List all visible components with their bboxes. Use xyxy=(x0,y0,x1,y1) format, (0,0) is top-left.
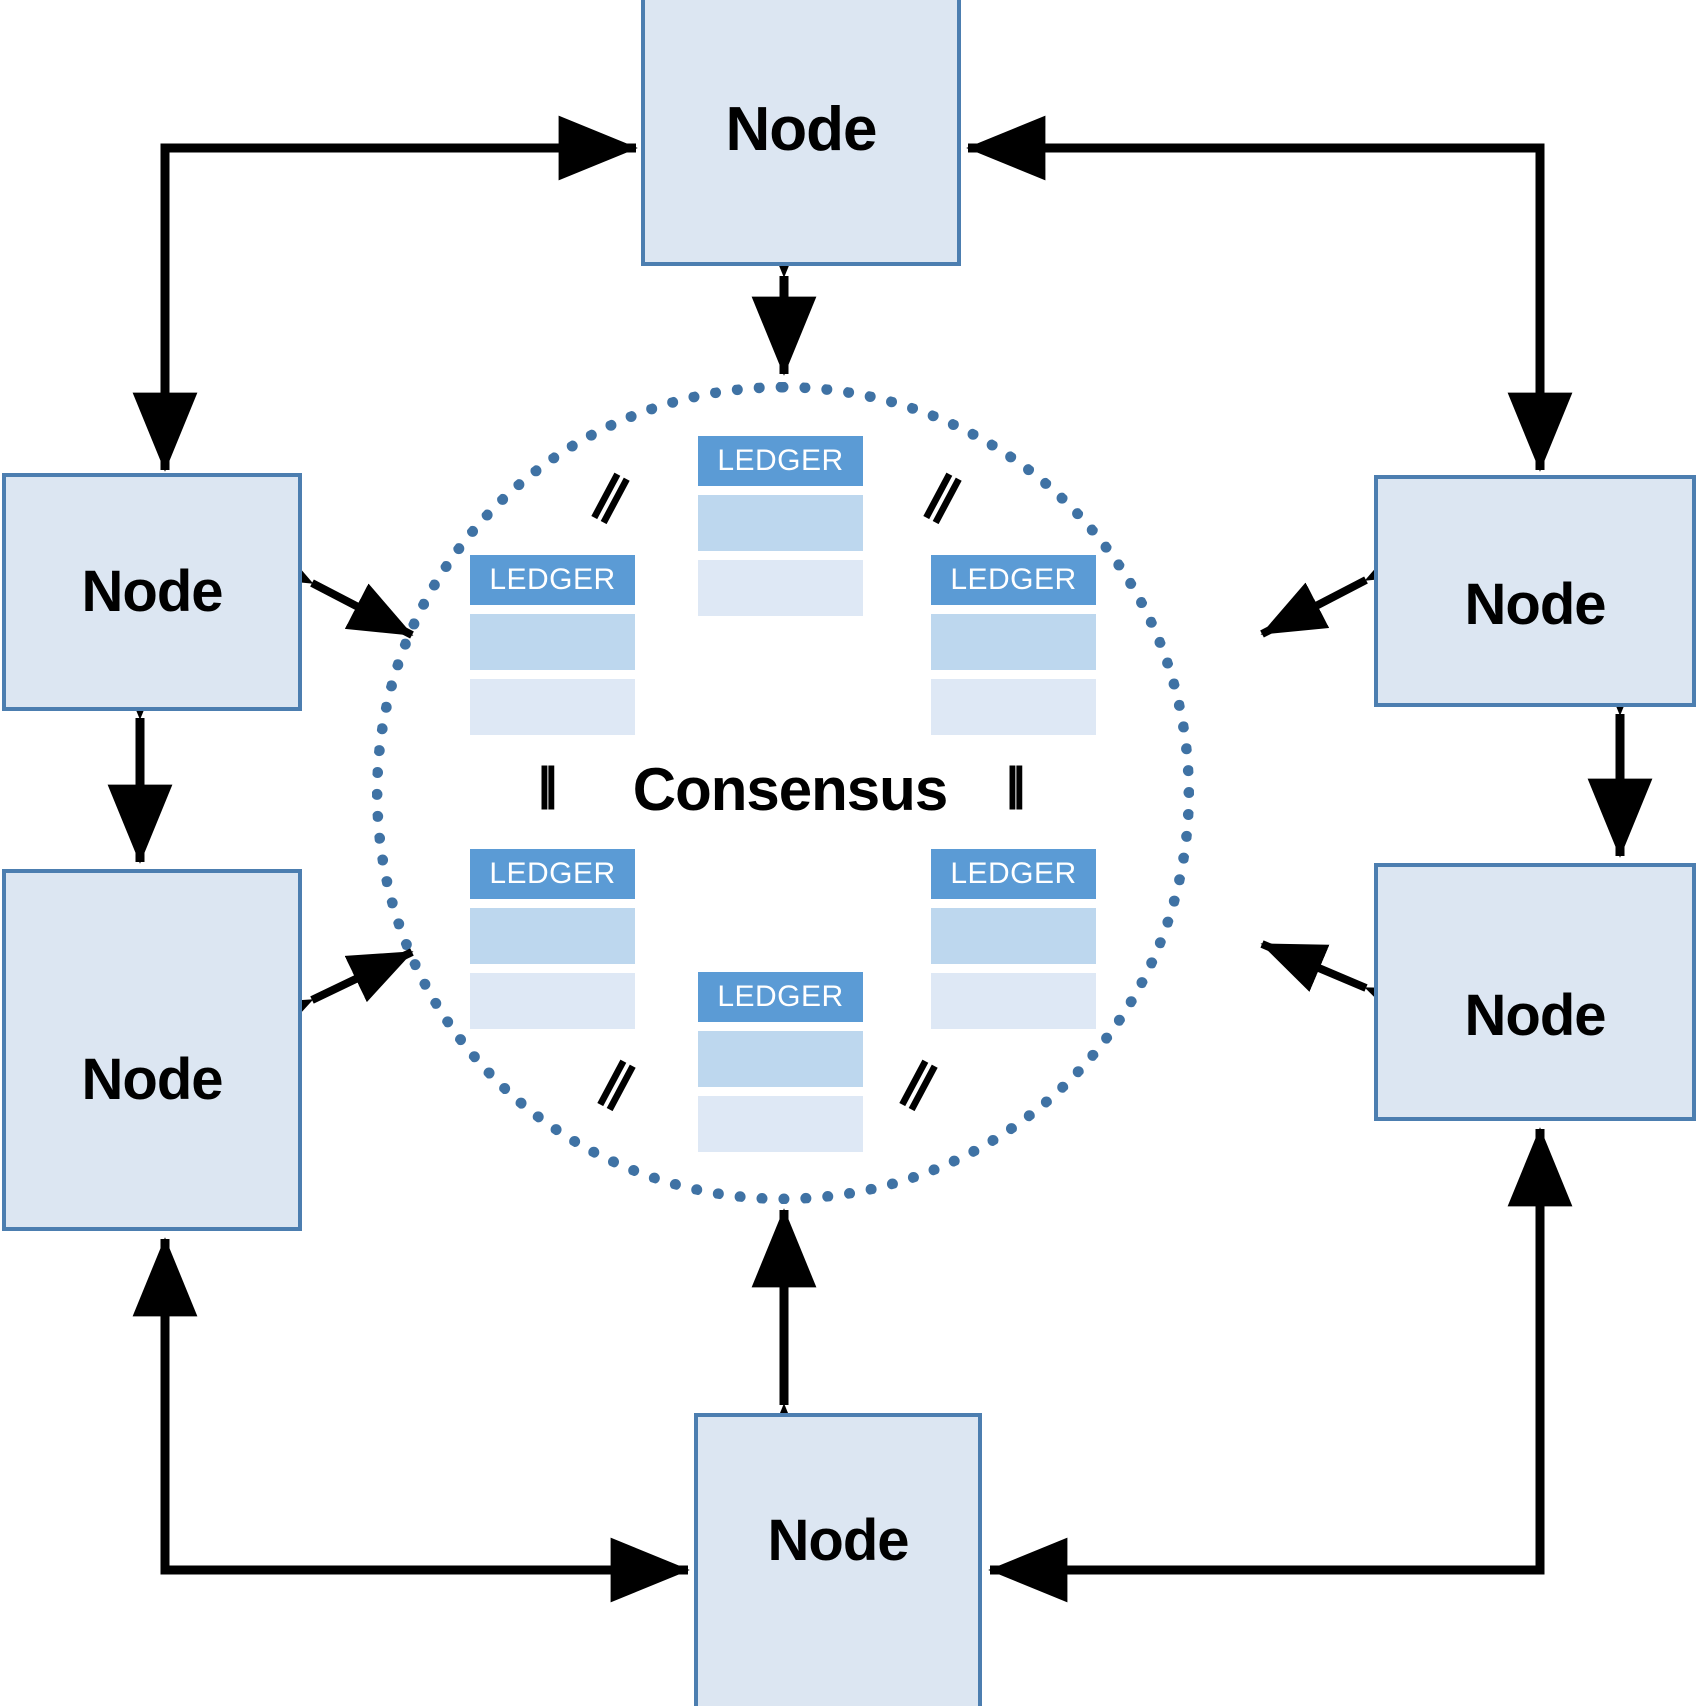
ledger-header: LEDGER xyxy=(698,436,863,486)
ledger-row xyxy=(698,1096,863,1152)
node-box-right-lower[interactable]: Node xyxy=(1374,863,1696,1121)
ledger-row xyxy=(931,908,1096,964)
ledger-header: LEDGER xyxy=(931,849,1096,899)
ledger-row xyxy=(698,495,863,551)
ledger-stack-upper-right[interactable]: LEDGER xyxy=(931,555,1096,735)
ledger-stack-top[interactable]: LEDGER xyxy=(698,436,863,616)
ledger-row xyxy=(931,614,1096,670)
ledger-stack-bottom[interactable]: LEDGER xyxy=(698,972,863,1152)
node-box-right-upper[interactable]: Node xyxy=(1374,475,1696,707)
arrow-left-upper-to-consensus xyxy=(244,531,414,639)
ledger-stack-lower-left[interactable]: LEDGER xyxy=(470,849,635,1029)
arrow-right-lower-to-consensus xyxy=(1260,940,1434,1036)
ledger-row xyxy=(470,679,635,735)
ledger-header: LEDGER xyxy=(470,849,635,899)
ledger-header: LEDGER xyxy=(931,555,1096,605)
arrow-left-to-top xyxy=(160,115,638,470)
node-box-left-lower[interactable]: Node xyxy=(2,869,302,1231)
ledger-row xyxy=(698,560,863,616)
ledger-row xyxy=(470,614,635,670)
ledger-header: LEDGER xyxy=(698,972,863,1022)
node-label: Node xyxy=(81,1047,224,1112)
arrow-bottom-right-to-bottom xyxy=(988,1129,1545,1603)
arrow-left-lower-to-consensus xyxy=(244,948,414,1051)
equals-mark-icon: || xyxy=(538,757,558,809)
node-box-left-upper[interactable]: Node xyxy=(2,473,302,711)
ledger-row xyxy=(931,973,1096,1029)
ledger-row xyxy=(698,1031,863,1087)
arrow-bottom-left-to-bottom xyxy=(160,1239,690,1603)
arrow-right-upper-to-consensus xyxy=(1260,528,1434,638)
node-box-bottom[interactable]: Node xyxy=(694,1413,982,1706)
ledger-header: LEDGER xyxy=(470,555,635,605)
ledger-row xyxy=(470,908,635,964)
consensus-boundary-circle xyxy=(372,382,1194,1204)
node-label: Node xyxy=(1464,572,1607,637)
node-label: Node xyxy=(767,1508,910,1573)
arrow-right-to-top xyxy=(966,115,1545,470)
ledger-stack-lower-right[interactable]: LEDGER xyxy=(931,849,1096,1029)
ledger-stack-upper-left[interactable]: LEDGER xyxy=(470,555,635,735)
equals-mark-icon: || xyxy=(1006,757,1026,809)
ledger-row xyxy=(470,973,635,1029)
ledger-row xyxy=(931,679,1096,735)
node-label: Node xyxy=(81,559,224,624)
node-label: Node xyxy=(1464,983,1607,1048)
node-label: Node xyxy=(725,95,878,164)
node-box-top[interactable]: Node xyxy=(641,0,961,266)
consensus-label: Consensus xyxy=(632,756,948,823)
